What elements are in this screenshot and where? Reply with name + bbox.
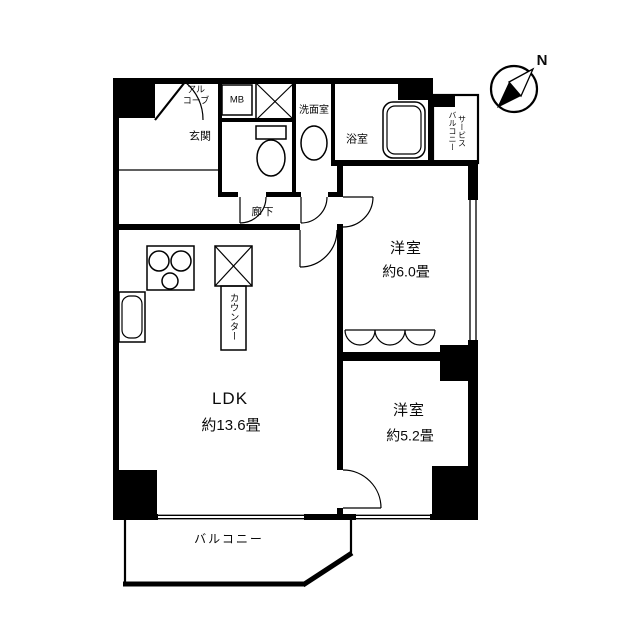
entrance-door-arc <box>184 81 204 121</box>
pillar <box>398 78 432 100</box>
wall <box>337 160 343 514</box>
kitchen-counter-label: カウンター <box>227 293 239 341</box>
fixtures <box>118 82 436 351</box>
toilet-door-arc <box>239 196 267 224</box>
service-balcony-outline <box>431 93 480 165</box>
wall <box>113 78 119 514</box>
wall <box>113 224 343 230</box>
service-balcony-label: サービス バルコニー <box>448 111 467 151</box>
bedroom5-name: 洋室 <box>392 402 426 420</box>
compass-icon <box>489 64 539 114</box>
wall <box>113 78 433 84</box>
wall <box>428 78 433 166</box>
corridor-label: 廊下 <box>251 205 275 218</box>
window <box>468 200 478 340</box>
wall <box>331 160 478 166</box>
balcony-outline <box>123 520 354 588</box>
window <box>158 514 304 520</box>
door-arcs <box>154 81 382 509</box>
bedroom6-door-arc <box>342 196 374 228</box>
meter-box-label: MB <box>229 94 245 106</box>
door-openings <box>238 191 344 508</box>
walls <box>113 78 478 520</box>
alcove-label: アル コーブ <box>182 84 210 105</box>
door-gap <box>300 223 337 231</box>
ldk-size: 約13.6畳 <box>201 417 261 435</box>
closet-doors <box>344 329 436 346</box>
bedroom6-name: 洋室 <box>389 240 423 258</box>
ldk-name: LDK <box>211 388 249 408</box>
entrance-label: 玄関 <box>189 130 211 143</box>
bedroom6-size: 約6.0畳 <box>382 263 430 280</box>
entrance-door <box>154 81 186 121</box>
counter-hatch <box>214 245 253 351</box>
bathroom-label: 浴室 <box>346 133 368 146</box>
balcony-label: バルコニー <box>194 531 264 546</box>
pillar <box>440 345 478 381</box>
door-gap <box>238 191 266 198</box>
stove-icon <box>146 245 195 291</box>
bedroom5-door-arc <box>342 469 382 509</box>
washbasin-icon <box>300 125 328 161</box>
toilet-icon <box>255 125 287 177</box>
bathtub-icon <box>382 101 426 159</box>
pillar <box>113 78 155 118</box>
sink-icon <box>118 291 146 343</box>
wall <box>331 78 335 166</box>
pillar <box>113 470 157 518</box>
door-gap <box>336 197 344 224</box>
wall <box>292 78 296 197</box>
pillar <box>432 466 478 514</box>
door-gap <box>336 470 344 508</box>
compass-north-label: N <box>536 52 548 70</box>
ldk-door-arc <box>299 229 338 268</box>
bedroom5-size: 約5.2畳 <box>386 427 434 444</box>
windows <box>158 200 478 520</box>
washroom-door-arc <box>300 196 328 224</box>
pipe-space-hatch <box>255 82 295 121</box>
window <box>356 514 430 520</box>
pillars <box>113 78 478 518</box>
wall <box>218 78 222 197</box>
door-gap <box>301 191 328 198</box>
washroom-label: 洗面室 <box>299 105 329 117</box>
meter-box <box>221 84 253 116</box>
pillar <box>433 95 455 107</box>
wall <box>343 352 468 361</box>
